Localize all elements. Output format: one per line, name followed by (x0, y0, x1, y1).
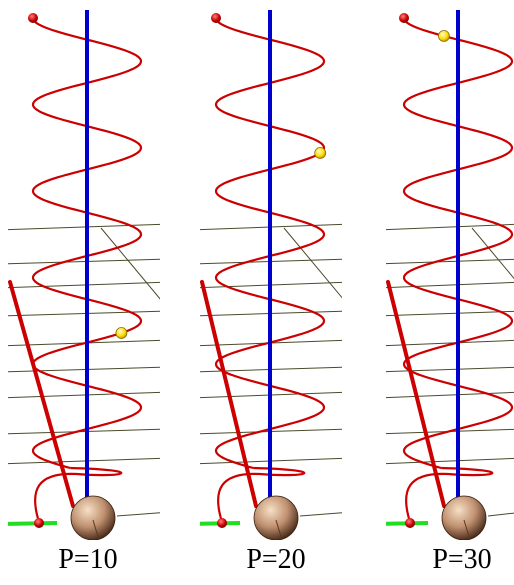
helix-tail (217, 466, 306, 523)
grid-line (8, 310, 160, 317)
yellow-dot-icon (314, 147, 327, 159)
support-rod (8, 280, 75, 508)
grid-line (8, 281, 160, 289)
grid-diagonal (283, 227, 342, 299)
grid-diagonal (100, 227, 160, 300)
grid-line (8, 428, 160, 435)
panel-label-p30: P=30 (432, 544, 492, 575)
sphere-stem (463, 519, 471, 540)
grid-line-base (116, 512, 160, 517)
grid-line (386, 366, 514, 373)
red-dot-icon (405, 518, 415, 528)
helix-curve (402, 17, 514, 470)
sphere-stem (275, 519, 283, 540)
helix-tail (405, 466, 494, 523)
panel-3 (386, 10, 514, 540)
grid-diagonal (471, 227, 514, 280)
grid-line (386, 391, 514, 399)
red-dot-icon (399, 13, 409, 23)
grid-line (386, 223, 514, 231)
sphere-icon (441, 495, 487, 540)
grid-line (386, 457, 514, 465)
grid-line-base (299, 512, 342, 517)
red-dot-icon (217, 518, 227, 528)
grid-line (8, 258, 160, 265)
ground-line (200, 521, 241, 526)
helix-curve (31, 17, 143, 470)
grid-line (8, 366, 160, 373)
sphere-icon (253, 495, 299, 540)
grid-line (8, 457, 160, 465)
grid-line (8, 391, 160, 399)
sphere-stem (92, 519, 100, 540)
grid-line (386, 281, 514, 289)
panel-label-p20: P=20 (246, 544, 306, 575)
ground-line (8, 521, 58, 526)
red-dot-icon (211, 13, 221, 23)
red-dot-icon (28, 13, 38, 23)
grid-line-base (487, 512, 514, 517)
support-rod (386, 280, 446, 508)
sphere-icon (70, 495, 116, 540)
yellow-dot-icon (115, 327, 128, 339)
panel-label-p10: P=10 (58, 544, 118, 575)
helix-curve (214, 17, 326, 470)
panel-1 (8, 10, 160, 540)
grid-line (8, 223, 160, 231)
ground-line (386, 521, 429, 526)
support-rod (200, 280, 258, 508)
red-dot-icon (34, 518, 44, 528)
helix-tail (34, 466, 123, 523)
yellow-dot-icon (438, 30, 450, 42)
grid-line (386, 339, 514, 347)
grid-line (386, 258, 514, 265)
panel-2 (200, 10, 342, 540)
grid-lines (386, 223, 514, 517)
